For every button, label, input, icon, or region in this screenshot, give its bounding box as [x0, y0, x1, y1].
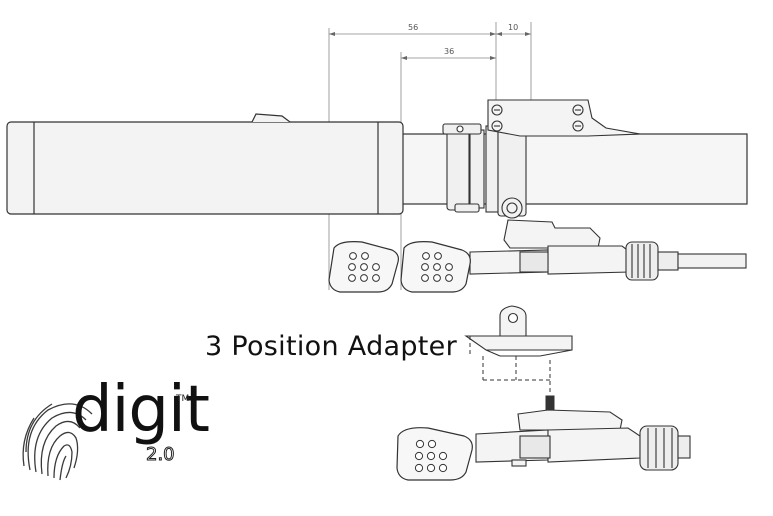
paddle-holes-36: [421, 252, 453, 282]
clamp-bolt: [501, 197, 523, 219]
adapter-part: [464, 305, 573, 357]
grip: [6, 113, 404, 215]
logo-version: 2.0: [146, 444, 176, 466]
dimension-56-label: 56: [408, 23, 418, 32]
paddle-holes-56: [348, 252, 380, 282]
matchmaker-mount: [487, 99, 641, 137]
cable-housing: [677, 253, 747, 269]
adapter-label: 3 Position Adapter: [205, 331, 457, 362]
trademark-mark: TM: [176, 394, 190, 404]
bottom-paddle-holes: [414, 439, 448, 473]
dimension-10-label: 10: [508, 23, 518, 32]
digit-logo-word: digit: [72, 373, 210, 447]
top-barrel-adjuster: [625, 241, 679, 281]
bottom-barrel-adjuster: [639, 425, 691, 471]
fingerprint-logo-icon: [22, 403, 93, 481]
adapter-hidden-lines: [469, 336, 551, 392]
bottom-paddle: [396, 427, 473, 481]
bottom-lever-body: [475, 409, 641, 467]
dimension-arrows: [329, 32, 531, 60]
dimension-36-label: 36: [444, 47, 454, 56]
top-lever-body: [469, 219, 631, 275]
